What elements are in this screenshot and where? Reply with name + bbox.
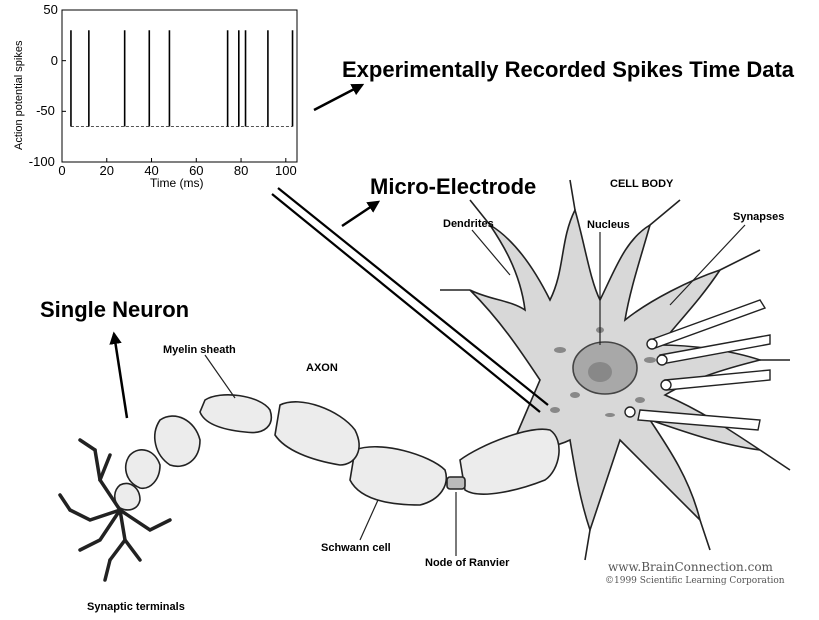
dendrites-label: Dendrites — [443, 218, 494, 230]
node-of-ranvier — [447, 477, 465, 489]
synaptic-terminals-label: Synaptic terminals — [87, 601, 185, 613]
arrow-to-electrode-label — [342, 202, 378, 226]
y-tick-label: -100 — [29, 154, 55, 169]
y-axis-label: Action potential spikes — [13, 41, 25, 150]
x-axis-label: Time (ms) — [150, 176, 204, 190]
x-tick-label: 100 — [275, 163, 297, 178]
myelin-segment — [275, 402, 359, 465]
myelin-segment — [460, 429, 559, 494]
schwann-cell-label: Schwann cell — [321, 542, 391, 554]
arrow-to-experimental-label — [314, 85, 362, 110]
myelin-segment — [155, 416, 200, 466]
y-tick-label: 0 — [51, 53, 58, 68]
credit-copyright: ©1999 Scientific Learning Corporation — [605, 576, 785, 586]
experimental-label: Experimentally Recorded Spikes Time Data — [342, 57, 794, 83]
axon-label: AXON — [306, 362, 338, 374]
synapses-label: Synapses — [733, 211, 784, 223]
x-tick-label: 40 — [144, 163, 158, 178]
x-tick-label: 20 — [100, 163, 114, 178]
arrow-to-neuron-label — [114, 334, 127, 418]
x-tick-label: 60 — [189, 163, 203, 178]
micro-electrode-label: Micro-Electrode — [370, 174, 536, 200]
myelin-segment — [126, 450, 160, 488]
credit-url: www.BrainConnection.com — [608, 560, 773, 574]
spike-chart — [62, 10, 297, 162]
x-tick-label: 80 — [234, 163, 248, 178]
cell-body-label: CELL BODY — [610, 178, 673, 190]
node-of-ranvier-label: Node of Ranvier — [425, 557, 509, 569]
y-tick-label: 50 — [43, 2, 57, 17]
y-tick-label: -50 — [36, 103, 55, 118]
myelin-segment — [350, 447, 446, 505]
myelin-sheath-label: Myelin sheath — [163, 344, 236, 356]
single-neuron-label: Single Neuron — [40, 297, 189, 323]
myelin-segment — [200, 395, 271, 433]
nucleus-label: Nucleus — [587, 219, 630, 231]
x-tick-label: 0 — [58, 163, 65, 178]
